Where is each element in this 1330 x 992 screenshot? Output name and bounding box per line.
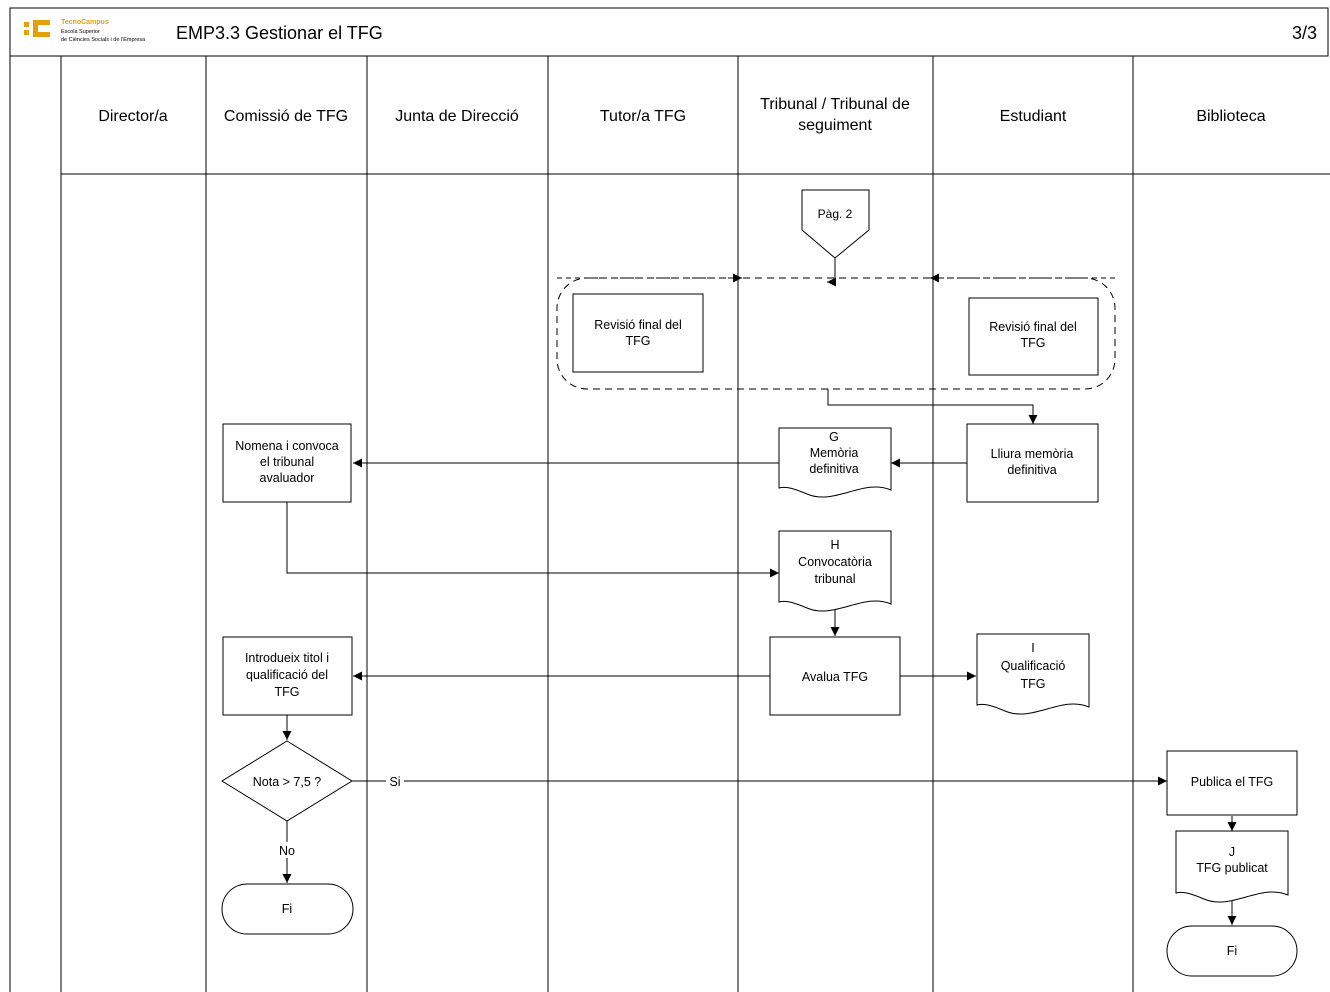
logo-line-1: Escola Superior bbox=[61, 29, 100, 35]
lane-header-biblioteca: Biblioteca bbox=[1196, 108, 1265, 125]
svg-text:Nomena i convoca: Nomena i convoca bbox=[235, 439, 339, 453]
logo-line-2: de Ciències Socials i de l'Empresa bbox=[61, 37, 146, 43]
svg-text:Fi: Fi bbox=[1227, 944, 1237, 958]
lane-header-estudiant: Estudiant bbox=[1000, 108, 1067, 125]
lane-header-tribunal-line1: Tribunal / Tribunal de bbox=[760, 96, 910, 113]
svg-text:qualificació del: qualificació del bbox=[246, 668, 328, 682]
page-title: EMP3.3 Gestionar el TFG bbox=[176, 23, 383, 43]
connectors bbox=[282, 258, 1237, 925]
svg-text:Convocatòria: Convocatòria bbox=[798, 555, 872, 569]
svg-text:Revisió final del: Revisió final del bbox=[594, 318, 682, 332]
svg-text:I: I bbox=[1031, 641, 1034, 655]
svg-text:TFG: TFG bbox=[626, 334, 651, 348]
task-revisio-final-tutor: Revisió final del TFG bbox=[572, 293, 704, 373]
lane-header-junta: Junta de Direcció bbox=[395, 108, 519, 125]
decision-no-label: No bbox=[279, 844, 295, 858]
svg-text:TFG publicat: TFG publicat bbox=[1196, 861, 1268, 875]
task-introdueix-titol: Introdueix titol i qualificació del TFG bbox=[222, 636, 353, 716]
document-h-convocatoria-tribunal: H Convocatòria tribunal bbox=[778, 530, 892, 612]
svg-text:TFG: TFG bbox=[1021, 336, 1046, 350]
lane-header-director: Director/a bbox=[98, 108, 167, 125]
parallel-activity-group bbox=[556, 277, 1116, 390]
offpage-connector: Pàg. 2 bbox=[801, 189, 870, 259]
svg-text:Revisió final del: Revisió final del bbox=[989, 320, 1077, 334]
svg-text:H: H bbox=[830, 538, 839, 552]
document-i-qualificacio-tfg: I Qualificació TFG bbox=[976, 633, 1090, 715]
decision-yes-label: Si bbox=[389, 775, 400, 789]
connector-label: Pàg. 2 bbox=[818, 207, 853, 221]
header: TecnoCampus Escola Superior de Ciències … bbox=[9, 7, 1329, 57]
svg-text:Qualificació: Qualificació bbox=[1001, 659, 1066, 673]
decision-nota: Nota > 7,5 ? Si No bbox=[221, 740, 404, 858]
svg-text:Lliura memòria: Lliura memòria bbox=[991, 447, 1074, 461]
lane-headers: Director/a Comissió de TFG Junta de Dire… bbox=[98, 96, 1265, 134]
task-avalua-tfg: Avalua TFG bbox=[769, 636, 901, 716]
svg-text:tribunal: tribunal bbox=[815, 572, 856, 586]
svg-text:J: J bbox=[1229, 845, 1235, 859]
lane-header-tribunal-line2: seguiment bbox=[798, 117, 872, 134]
svg-text:Publica el TFG: Publica el TFG bbox=[1191, 775, 1273, 789]
svg-text:Memòria: Memòria bbox=[810, 446, 859, 460]
task-publica-tfg: Publica el TFG bbox=[1166, 750, 1298, 816]
decision-label: Nota > 7,5 ? bbox=[253, 775, 321, 789]
svg-text:definitiva: definitiva bbox=[1007, 463, 1056, 477]
page-number: 3/3 bbox=[1292, 23, 1317, 43]
task-lliura-memoria: Lliura memòria definitiva bbox=[966, 423, 1099, 503]
svg-text:TFG: TFG bbox=[275, 685, 300, 699]
terminal-fi-biblioteca: Fi bbox=[1166, 925, 1298, 977]
logo-brand-name: TecnoCampus bbox=[61, 19, 109, 26]
lane-header-comissio: Comissió de TFG bbox=[224, 108, 348, 125]
terminal-fi-comissio: Fi bbox=[221, 883, 354, 935]
svg-text:definitiva: definitiva bbox=[809, 462, 858, 476]
document-g-memoria-definitiva: G Memòria definitiva bbox=[778, 427, 892, 498]
svg-text:el tribunal: el tribunal bbox=[260, 455, 314, 469]
svg-text:avaluador: avaluador bbox=[260, 471, 315, 485]
svg-text:G: G bbox=[829, 430, 839, 444]
swimlane-grid bbox=[9, 56, 1330, 992]
lane-header-tutor: Tutor/a TFG bbox=[600, 108, 686, 125]
document-j-tfg-publicat: J TFG publicat bbox=[1175, 830, 1289, 903]
svg-text:Introdueix titol i: Introdueix titol i bbox=[245, 651, 329, 665]
tecnocampus-logo: TecnoCampus Escola Superior de Ciències … bbox=[24, 19, 146, 43]
task-revisio-final-estudiant: Revisió final del TFG bbox=[968, 297, 1099, 376]
svg-text:Fi: Fi bbox=[282, 902, 292, 916]
task-nomena-tribunal: Nomena i convoca el tribunal avaluador bbox=[222, 423, 352, 503]
svg-text:Avalua TFG: Avalua TFG bbox=[802, 670, 868, 684]
svg-text:TFG: TFG bbox=[1021, 677, 1046, 691]
